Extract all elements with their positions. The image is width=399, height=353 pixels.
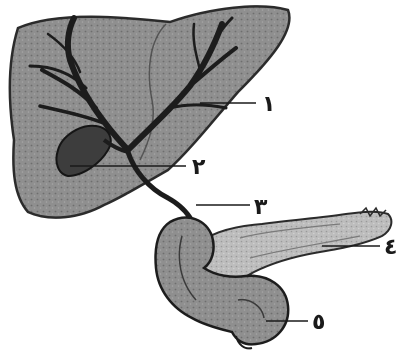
label-duodenum: ٥ xyxy=(312,310,325,335)
label-bile-duct: ٣ xyxy=(254,195,268,220)
label-liver: ١ xyxy=(262,92,275,117)
label-pancreas: ٤ xyxy=(384,235,397,260)
label-gallbladder: ٢ xyxy=(192,155,206,180)
